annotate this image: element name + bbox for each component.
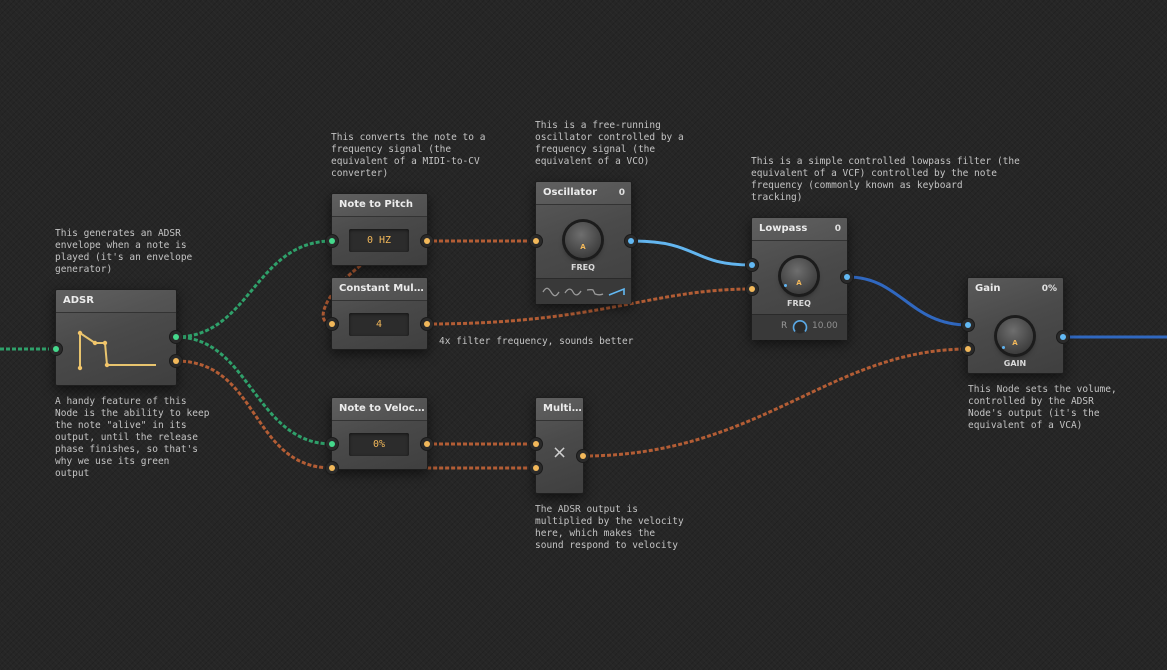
adsr-node[interactable]: ADSR bbox=[55, 289, 177, 386]
waveform-selector bbox=[536, 278, 631, 304]
lowpass-top-note: This is a simple controlled lowpass filt… bbox=[751, 156, 1020, 203]
oscillator-node[interactable]: Oscillator 0 A FREQ bbox=[535, 181, 632, 304]
pitch-frequency-output-port[interactable] bbox=[421, 235, 433, 247]
triangle-wave-icon[interactable] bbox=[564, 287, 582, 297]
adsr-envelope-output-port[interactable] bbox=[170, 355, 182, 367]
note-to-velocity-node[interactable]: Note to Velocity 0% bbox=[331, 397, 428, 470]
adsr-envelope-relay-port[interactable] bbox=[326, 462, 338, 474]
node-title: ADSR bbox=[56, 290, 176, 313]
gain-audio-input-port[interactable] bbox=[962, 319, 974, 331]
adsr-gate-output-port[interactable] bbox=[170, 331, 182, 343]
oscillator-header-value: 0 bbox=[618, 188, 625, 198]
oscillator-audio-output-port[interactable] bbox=[625, 235, 637, 247]
adsr-bottom-note: A handy feature of this Node is the abil… bbox=[55, 396, 210, 479]
pitch-value-display: 0 HZ bbox=[349, 229, 409, 252]
multiply-below-note: The ADSR output is multiplied by the vel… bbox=[535, 504, 684, 551]
multiply-input-b-port[interactable] bbox=[530, 462, 542, 474]
resonance-value: 10.00 bbox=[812, 321, 838, 331]
node-title: Oscillator bbox=[536, 182, 631, 205]
note-to-pitch-node[interactable]: Note to Pitch 0 HZ bbox=[331, 193, 428, 266]
pitch-top-note: This converts the note to a frequency si… bbox=[331, 132, 486, 179]
oscillator-frequency-input-port[interactable] bbox=[530, 235, 542, 247]
node-title: Note to Velocity bbox=[332, 398, 427, 421]
node-title: Multi... bbox=[536, 398, 583, 421]
wire-oscillator-to-lowpass[interactable] bbox=[630, 239, 754, 267]
lowpass-audio-output-port[interactable] bbox=[841, 271, 853, 283]
resonance-knob[interactable] bbox=[791, 318, 809, 336]
gain-node[interactable]: Gain 0% A GAIN bbox=[967, 277, 1064, 374]
frequency-knob-label: FREQ bbox=[571, 263, 595, 272]
wire-adsr-to-pitch[interactable] bbox=[175, 239, 333, 339]
lowpass-header-value: 0 bbox=[834, 224, 841, 234]
resonance-control: R 10.00 bbox=[752, 314, 847, 340]
constant-output-port[interactable] bbox=[421, 318, 433, 330]
gain-knob[interactable]: A bbox=[997, 318, 1033, 354]
resonance-label: R bbox=[781, 321, 788, 331]
node-title: Note to Pitch bbox=[332, 194, 427, 217]
envelope-curve-icon bbox=[77, 330, 156, 371]
pitch-note-input-port[interactable] bbox=[326, 235, 338, 247]
modulation-indicator bbox=[784, 284, 787, 287]
multiply-input-a-port[interactable] bbox=[530, 438, 542, 450]
knob-mark: A bbox=[796, 279, 802, 287]
adsr-gate-input-port[interactable] bbox=[50, 343, 62, 355]
velocity-value-display: 0% bbox=[349, 433, 409, 456]
square-wave-icon[interactable] bbox=[586, 287, 604, 297]
lowpass-audio-input-port[interactable] bbox=[746, 259, 758, 271]
knob-mark: A bbox=[580, 243, 586, 251]
wire-adsr-to-multiply[interactable] bbox=[175, 359, 537, 470]
multiply-symbol-icon: × bbox=[551, 442, 568, 463]
wire-constant-to-lowpass[interactable] bbox=[426, 287, 753, 326]
modulation-indicator bbox=[1002, 346, 1005, 349]
gain-knob-label: GAIN bbox=[1003, 359, 1027, 368]
multiply-output-port[interactable] bbox=[577, 450, 589, 462]
constant-below-note: 4x filter frequency, sounds better bbox=[439, 336, 634, 347]
wire-adsr-to-velocity[interactable] bbox=[175, 335, 333, 446]
sine-wave-icon[interactable] bbox=[542, 287, 560, 297]
velocity-note-input-port[interactable] bbox=[326, 438, 338, 450]
node-title: Constant Multi... bbox=[332, 278, 427, 301]
node-title: Lowpass bbox=[752, 218, 847, 241]
constant-value-display[interactable]: 4 bbox=[349, 313, 409, 336]
velocity-output-port[interactable] bbox=[421, 438, 433, 450]
wire-lowpass-to-gain[interactable] bbox=[846, 275, 970, 327]
constant-input-port[interactable] bbox=[326, 318, 338, 330]
gain-header-value: 0% bbox=[1041, 284, 1057, 294]
oscillator-top-note: This is a free-running oscillator contro… bbox=[535, 120, 684, 167]
lowpass-frequency-input-port[interactable] bbox=[746, 283, 758, 295]
sawtooth-wave-icon[interactable] bbox=[608, 287, 626, 297]
frequency-knob[interactable]: A bbox=[565, 222, 601, 258]
gain-audio-output-port[interactable] bbox=[1057, 331, 1069, 343]
adsr-top-note: This generates an ADSR envelope when a n… bbox=[55, 228, 193, 275]
knob-mark: A bbox=[1012, 339, 1018, 347]
constant-multiplier-node[interactable]: Constant Multi... 4 bbox=[331, 277, 428, 350]
gain-level-input-port[interactable] bbox=[962, 343, 974, 355]
frequency-knob-label: FREQ bbox=[787, 299, 811, 308]
wire-multiply-to-gain[interactable] bbox=[582, 347, 969, 458]
gain-below-note: This Node sets the volume, controlled by… bbox=[968, 384, 1117, 431]
lowpass-node[interactable]: Lowpass 0 A FREQ R 10.00 bbox=[751, 217, 848, 340]
multiply-node[interactable]: Multi... × bbox=[535, 397, 584, 494]
frequency-knob[interactable]: A bbox=[781, 258, 817, 294]
